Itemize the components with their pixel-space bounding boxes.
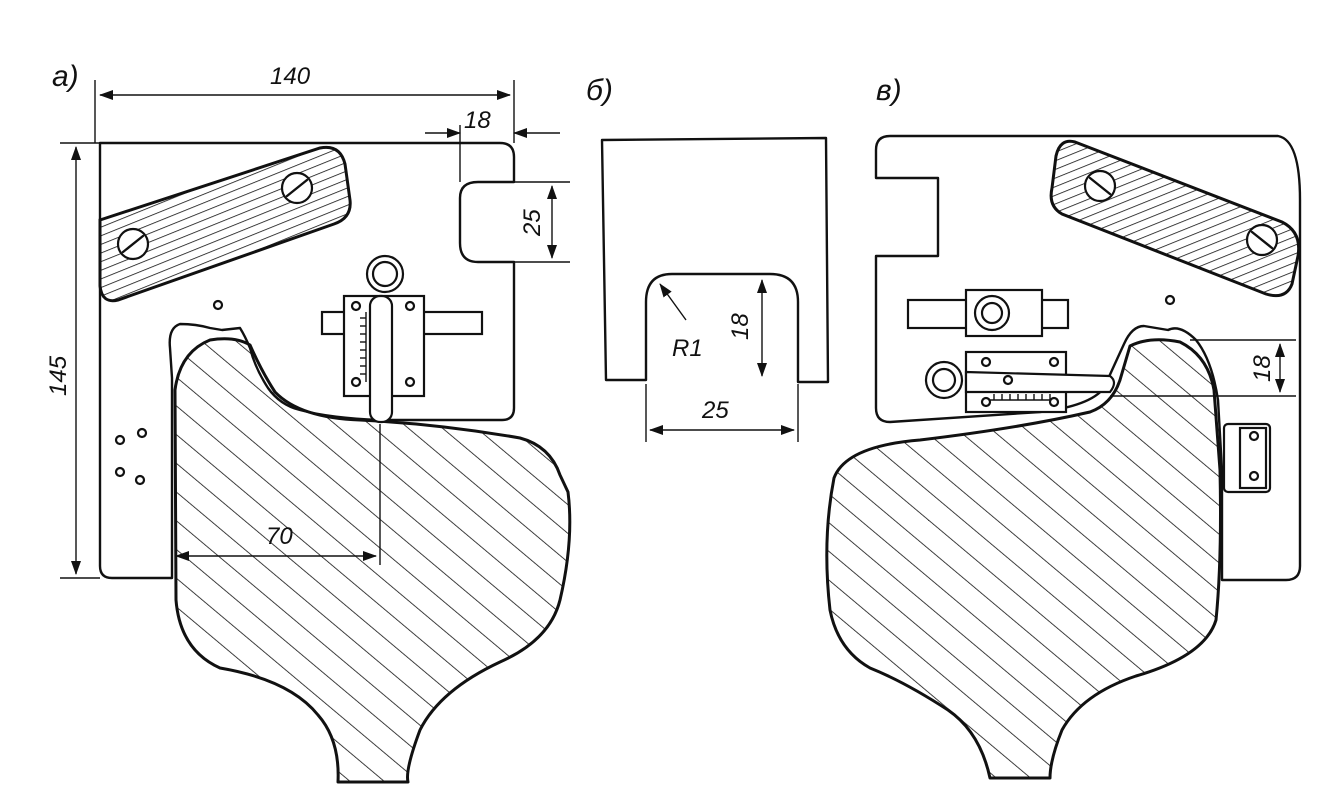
panel-a-handle-pad xyxy=(98,145,352,303)
dim-a-width: 140 xyxy=(270,63,311,90)
panel-c-handle-pad xyxy=(1049,139,1301,298)
dim-c-height: 18 xyxy=(1249,355,1276,382)
panel-c-label: в) xyxy=(876,74,902,107)
panel-b-template-outline xyxy=(600,136,830,384)
panel-b-label: б) xyxy=(586,74,613,107)
dim-a-notch-height: 25 xyxy=(519,209,546,237)
panel-c-plate-outline xyxy=(874,134,1302,582)
panel-c-clamp xyxy=(906,288,1070,338)
panel-a-template xyxy=(60,80,572,784)
panel-c-gauge xyxy=(924,350,1116,414)
dim-b-radius: R1 xyxy=(672,335,703,362)
dim-b-depth: 18 xyxy=(727,313,754,340)
panel-c-template xyxy=(825,134,1302,780)
panel-a-label: а) xyxy=(52,60,79,93)
dim-a-height: 145 xyxy=(45,355,72,396)
panel-a-gauge xyxy=(320,254,484,424)
panel-b-profile xyxy=(600,136,830,442)
dim-b-width: 25 xyxy=(701,397,729,424)
dim-a-center: 70 xyxy=(266,523,293,550)
panel-c-side-stop xyxy=(1222,422,1272,494)
panel-c-rail-section xyxy=(825,338,1222,780)
dim-a-notch-offset: 18 xyxy=(464,107,491,134)
